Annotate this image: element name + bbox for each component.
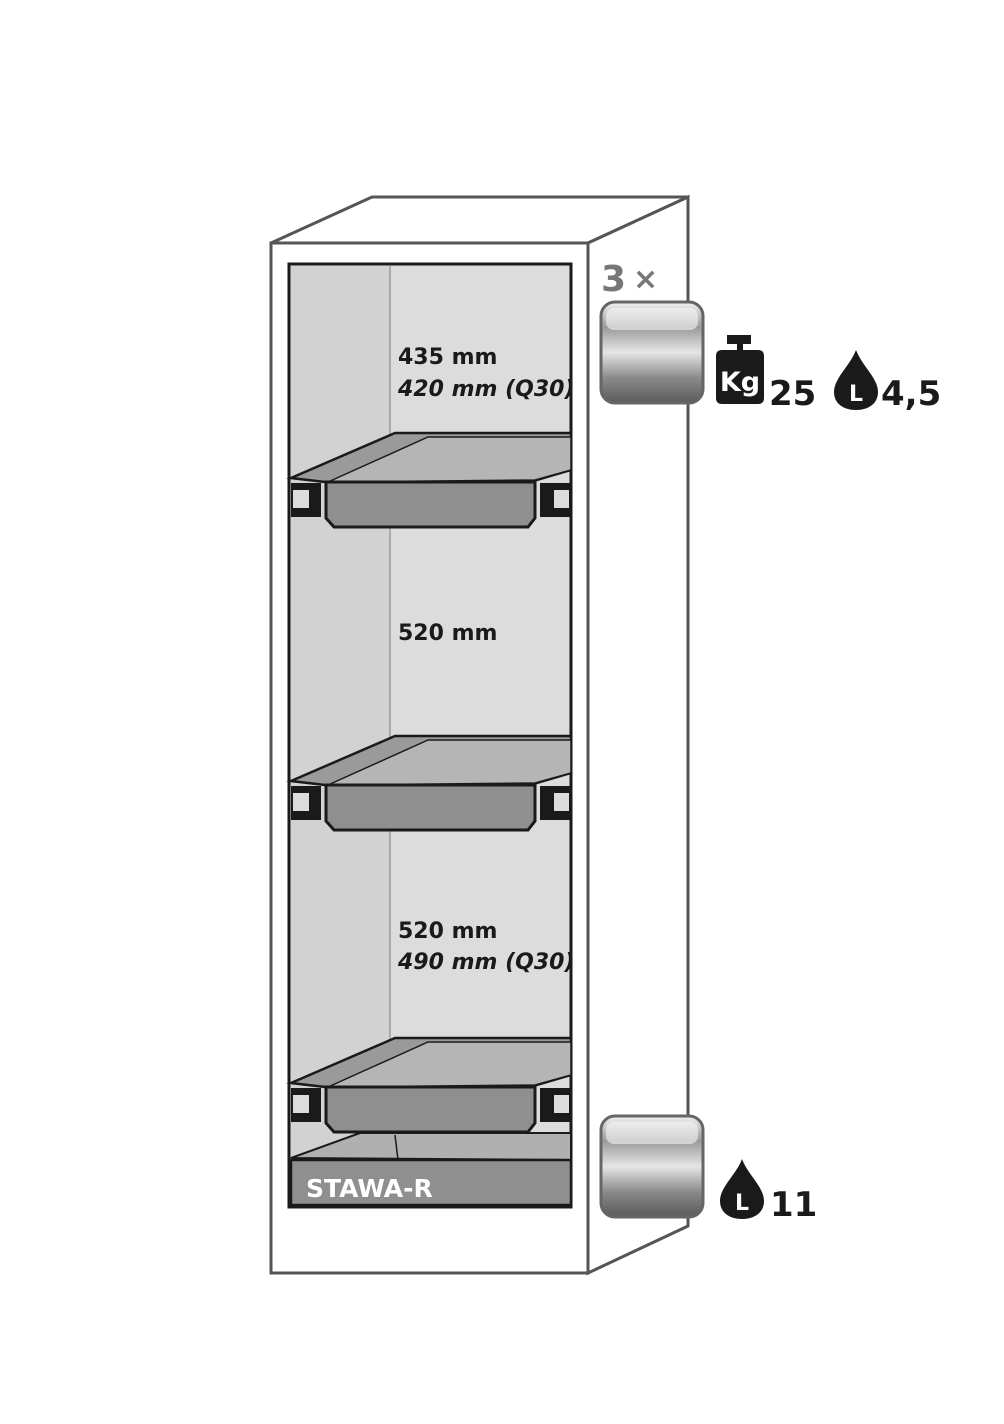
tray-front	[324, 783, 537, 832]
tray-inner	[327, 739, 572, 786]
weight-icon: Kg	[716, 335, 764, 404]
tray-rail-left-slot	[293, 793, 309, 811]
sump-icon	[599, 1114, 705, 1219]
load-value: 25	[769, 374, 816, 414]
sump-crease	[394, 1134, 399, 1161]
shelf-volume-value: 4,5	[881, 374, 941, 414]
sump-front	[289, 1158, 573, 1207]
drop-icon: L	[720, 1159, 764, 1219]
compartment-3-height: 520 mm	[398, 919, 497, 944]
tray-inner	[327, 436, 572, 483]
tray-front	[324, 480, 537, 529]
tray-rail-right-slot	[554, 1095, 569, 1113]
tray-2	[286, 734, 573, 832]
compartment-2-height: 520 mm	[398, 621, 497, 646]
multiply-sign: ×	[633, 262, 658, 297]
shelf-icon	[599, 300, 705, 405]
tray-rail-left-slot	[293, 1095, 309, 1113]
tray-1	[286, 431, 573, 529]
compartment-labels: 435 mm 420 mm (Q30) 520 mm 520 mm 490 mm…	[397, 345, 575, 975]
weight-icon-text: Kg	[720, 367, 760, 398]
tray-front	[324, 1085, 537, 1134]
tray-3	[286, 1036, 573, 1134]
tray-inner	[327, 1041, 572, 1088]
bottom-sump: STAWA-R	[289, 1132, 573, 1207]
compartment-1-height: 435 mm	[398, 345, 497, 370]
drop-icon-text: L	[849, 382, 863, 407]
drop-icon-text: L	[735, 1191, 749, 1216]
tray-rail-right-slot	[554, 793, 569, 811]
drop-icon: L	[834, 350, 878, 410]
shelf-quantity: 3 ×	[601, 259, 658, 300]
compartment-1-alt-height: 420 mm (Q30)	[397, 377, 575, 402]
tray-rail-left-slot	[293, 490, 309, 508]
tray-rail-right-slot	[554, 490, 569, 508]
compartment-3-alt-height: 490 mm (Q30)	[397, 950, 575, 975]
sump-volume-value: 11	[770, 1185, 817, 1225]
shelf-quantity-number: 3	[601, 259, 626, 300]
sump-label: STAWA-R	[306, 1174, 433, 1203]
